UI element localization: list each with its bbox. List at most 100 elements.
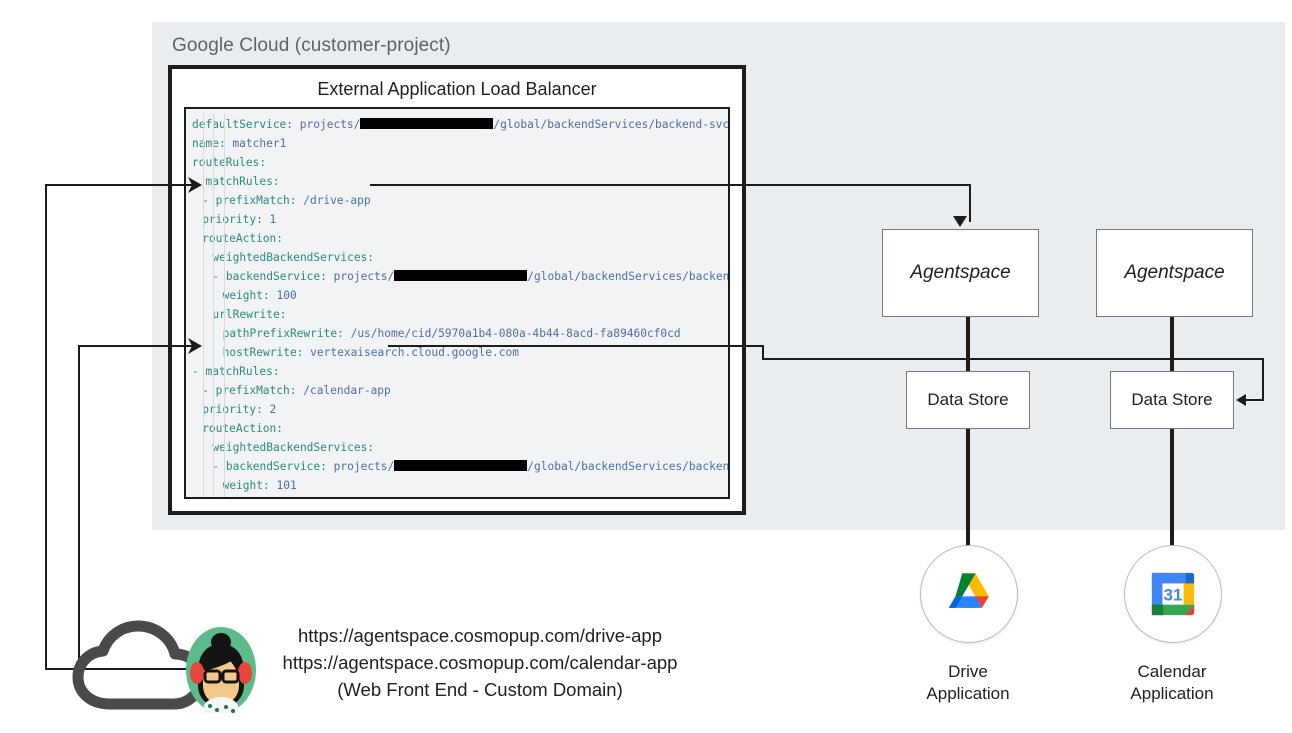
rule-drive-to-agentspace-horizontal xyxy=(370,184,971,186)
config-line: pathPrefixRewrite: /us/home/cid/5970a1b4… xyxy=(192,324,728,343)
config-line: hostRewrite: vertexaisearch.cloud.google… xyxy=(192,343,728,362)
redaction-bar xyxy=(394,270,528,281)
arrowhead-agentspace-1 xyxy=(953,216,967,227)
config-key: - matchRules: xyxy=(192,175,280,188)
code-indent-guide xyxy=(213,113,215,497)
frontend-url-labels: https://agentspace.cosmopup.com/drive-ap… xyxy=(277,622,683,703)
config-key: - prefixMatch: xyxy=(202,194,297,207)
route-line-calendar-to-rule xyxy=(78,345,193,347)
config-value: projects/ xyxy=(326,460,395,473)
config-line: defaultService: projects/ /global/backend… xyxy=(192,115,728,134)
calendar-application-label-line2: Application xyxy=(1130,684,1214,703)
data-store-node-1[interactable]: Data Store xyxy=(906,371,1030,429)
config-value: 101 xyxy=(269,479,297,492)
config-line: weightedBackendServices: xyxy=(192,438,728,457)
config-key: - prefixMatch: xyxy=(202,384,297,397)
config-line: - prefixMatch: /calendar-app xyxy=(192,381,728,400)
config-value: 2 xyxy=(262,403,277,416)
frontend-caption: (Web Front End - Custom Domain) xyxy=(337,679,623,700)
calendar-application-label: Calendar Application xyxy=(1077,661,1267,705)
config-key: routeRules: xyxy=(192,156,267,169)
config-value: 1 xyxy=(262,213,277,226)
rule-drive-to-agentspace-vertical xyxy=(969,184,971,222)
config-value: /calendar-app xyxy=(296,384,391,397)
config-line: - matchRules: xyxy=(192,362,728,381)
config-value: /drive-app xyxy=(296,194,371,207)
rule-calendar-right-1 xyxy=(388,345,763,347)
config-value: projects/ xyxy=(326,270,395,283)
config-line: priority: 1 xyxy=(192,210,728,229)
config-key: urlRewrite: xyxy=(212,498,286,499)
config-key: weightedBackendServices: xyxy=(212,441,375,454)
config-key: routeAction: xyxy=(202,422,284,435)
config-key: name: xyxy=(192,137,226,150)
config-key: - backendService: xyxy=(212,460,327,473)
config-line: - backendService: projects/ /global/backe… xyxy=(192,267,728,286)
config-key: priority: xyxy=(202,403,263,416)
load-balancer-title: External Application Load Balancer xyxy=(317,79,597,99)
config-value: vertexaisearch.cloud.google.com xyxy=(303,346,519,359)
rule-calendar-step-down xyxy=(762,345,764,359)
drive-application-label-line2: Application xyxy=(926,684,1010,703)
arrowhead-datastore-2 xyxy=(1236,394,1246,406)
load-balancer-config-code-block: defaultService: projects/ /global/backend… xyxy=(184,107,730,499)
config-key: urlRewrite: xyxy=(212,308,287,321)
config-key: hostRewrite: xyxy=(222,346,304,359)
config-yaml-text: defaultService: projects/ /global/backend… xyxy=(186,109,730,499)
google-cloud-label: Google Cloud (customer-project) xyxy=(172,35,451,56)
config-key: pathPrefixRewrite: xyxy=(222,327,344,340)
config-line: routeRules: xyxy=(192,153,728,172)
connector-agentspace1-datastore1 xyxy=(966,316,970,373)
config-line: routeAction: xyxy=(192,419,728,438)
route-line-calendar-bottom xyxy=(78,668,188,670)
agentspace-node-1[interactable]: Agentspace xyxy=(882,229,1039,317)
drive-application-circle[interactable] xyxy=(920,545,1018,643)
config-line: name: matcher1 xyxy=(192,134,728,153)
config-value-tail: /global/backendServices/backend-svc xyxy=(527,270,730,283)
drive-application-label-line1: Drive xyxy=(948,662,988,681)
config-key: routeAction: xyxy=(202,232,284,245)
config-value: projects/ xyxy=(293,118,361,131)
rule-calendar-into-datastore xyxy=(1246,399,1264,401)
config-line: - matchRules: xyxy=(192,172,728,191)
config-value: matcher1 xyxy=(225,137,287,150)
config-line: weightedBackendServices: xyxy=(192,248,728,267)
drive-application-label: Drive Application xyxy=(873,661,1063,705)
config-key: defaultService: xyxy=(192,118,294,131)
agentspace-node-2[interactable]: Agentspace xyxy=(1096,229,1253,317)
external-application-load-balancer-box: External Application Load Balancer defau… xyxy=(168,65,746,515)
arrowhead-calendar-rule xyxy=(188,338,202,354)
svg-text:31: 31 xyxy=(1164,586,1183,605)
config-line: urlRewrite: xyxy=(192,495,728,499)
config-key: priority: xyxy=(202,213,263,226)
url-drive-app: https://agentspace.cosmopup.com/drive-ap… xyxy=(297,625,663,646)
calendar-application-label-line1: Calendar xyxy=(1137,662,1207,681)
calendar-application-circle[interactable]: 31 xyxy=(1124,545,1222,643)
route-line-drive-to-rule xyxy=(45,184,193,186)
google-drive-icon xyxy=(948,573,989,608)
connector-datastore2-calendar-app xyxy=(1170,428,1174,548)
code-indent-guide xyxy=(203,113,205,497)
config-key: weight: xyxy=(222,479,270,492)
config-key: weight: xyxy=(222,289,270,302)
config-value-tail: /global/backendServices/backend-svc xyxy=(493,118,730,131)
google-calendar-icon: 31 xyxy=(1151,572,1195,616)
url-calendar-app: https://agentspace.cosmopup.com/calendar… xyxy=(282,652,678,673)
redaction-bar xyxy=(394,460,528,471)
config-value: 100 xyxy=(269,289,297,302)
config-line: - prefixMatch: /drive-app xyxy=(192,191,728,210)
config-value-tail: /global/backendServices/backend-svc xyxy=(527,460,730,473)
config-line: urlRewrite: xyxy=(192,305,728,324)
user-avatar-icon xyxy=(186,627,256,713)
config-line: weight: 101 xyxy=(192,476,728,495)
config-line: routeAction: xyxy=(192,229,728,248)
route-line-calendar-vertical-left xyxy=(78,345,80,668)
redaction-bar xyxy=(360,118,494,129)
connector-agentspace2-datastore2 xyxy=(1170,316,1174,373)
config-key: - backendService: xyxy=(212,270,327,283)
config-line: priority: 2 xyxy=(192,400,728,419)
connector-datastore1-drive-app xyxy=(966,428,970,548)
config-line: weight: 100 xyxy=(192,286,728,305)
data-store-node-2[interactable]: Data Store xyxy=(1110,371,1234,429)
